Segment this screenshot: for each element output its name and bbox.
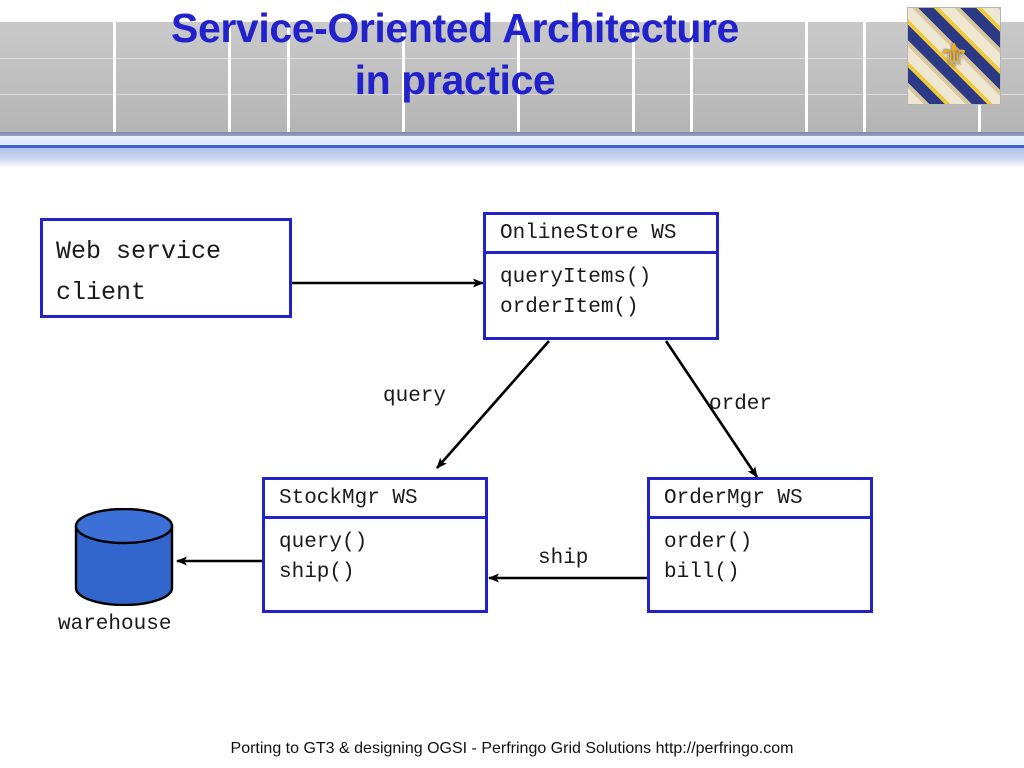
- page-title: Service-Oriented Architecture in practic…: [171, 5, 739, 103]
- header-light-band: [0, 136, 1024, 145]
- header-gridline-vertical: [402, 22, 405, 132]
- arrow-onlinestore-to-ordermgr: [664, 340, 759, 478]
- ordermgr-ws-operations: order() bill(): [664, 531, 753, 584]
- warehouse-datastore-icon: [74, 508, 174, 606]
- header-accent-line: [0, 145, 1024, 148]
- warehouse-label: warehouse: [58, 613, 172, 636]
- ordermgr-ws-box: OrderMgr WS order() bill(): [647, 477, 873, 613]
- header-gridline-vertical: [228, 22, 231, 132]
- stockmgr-ws-operations: query() ship(): [279, 531, 368, 584]
- edge-label-query: query: [383, 385, 447, 408]
- onlinestore-ws-box: OnlineStore WS queryItems() orderItem(): [483, 212, 719, 340]
- header-gridline-vertical: [517, 22, 520, 132]
- header-underline: [0, 132, 1024, 136]
- onlinestore-ws-title: OnlineStore WS: [500, 222, 677, 245]
- edge-label-order: order: [709, 393, 773, 416]
- header-gridline-vertical: [113, 22, 116, 132]
- ordermgr-ws-title: OrderMgr WS: [664, 487, 803, 510]
- header-gridline-horizontal: [0, 58, 1024, 59]
- header-gridline-vertical: [805, 22, 808, 132]
- fleur-de-lis-icon: ⚜: [938, 37, 970, 75]
- arrow-onlinestore-to-stockmgr: [436, 340, 550, 469]
- stockmgr-ws-title: StockMgr WS: [279, 487, 418, 510]
- stockmgr-ws-separator: [265, 516, 485, 519]
- header-gridline-horizontal: [0, 94, 1024, 95]
- header-band: [0, 22, 1024, 132]
- header-gridline-vertical: [287, 22, 290, 132]
- ordermgr-ws-separator: [650, 516, 870, 519]
- onlinestore-ws-separator: [486, 251, 716, 254]
- slide-footer: Porting to GT3 & designing OGSI - Perfri…: [230, 740, 794, 757]
- stockmgr-ws-box: StockMgr WS query() ship(): [262, 477, 488, 613]
- edge-label-ship: ship: [538, 547, 589, 570]
- header-gridline-vertical: [632, 22, 635, 132]
- header-gradient-band: [0, 148, 1024, 168]
- onlinestore-ws-operations: queryItems() orderItem(): [500, 266, 652, 319]
- header-gridline-vertical: [690, 22, 693, 132]
- fleur-de-lis-tile-image: ⚜: [908, 8, 1000, 104]
- web-service-client-box: Web service client: [40, 218, 292, 318]
- header-gridline-vertical: [863, 22, 866, 132]
